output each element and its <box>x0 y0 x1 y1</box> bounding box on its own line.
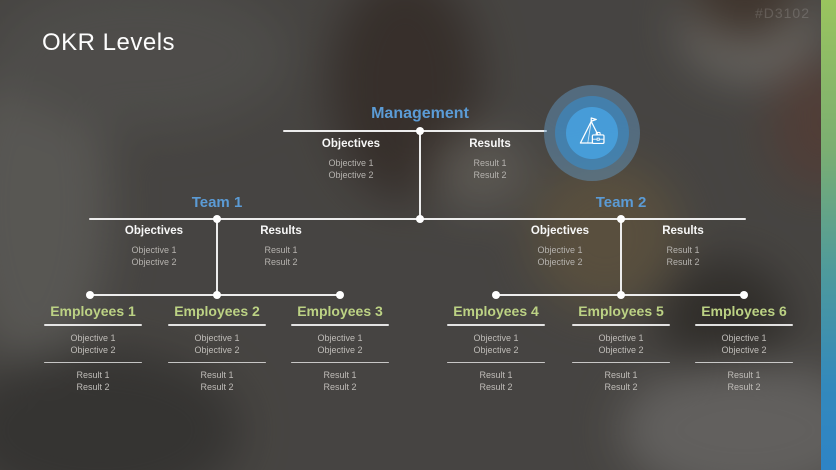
junction-dot <box>740 291 748 299</box>
result-item: Result 2 <box>604 382 638 392</box>
junction-dot <box>213 215 221 223</box>
objective-item: Objective 1 <box>537 245 583 255</box>
result-item: Result 1 <box>264 245 298 255</box>
divider <box>291 362 389 363</box>
result-item: Result 2 <box>666 257 700 267</box>
team2-drop-line <box>620 219 622 296</box>
watermark-code: #D3102 <box>754 5 810 21</box>
junction-dot <box>492 291 500 299</box>
result-item: Result 1 <box>727 370 761 380</box>
result-item: Result 2 <box>76 382 110 392</box>
employee-title: Employees 3 <box>297 303 383 319</box>
junction-dot <box>617 291 625 299</box>
junction-dot <box>336 291 344 299</box>
result-item: Result 2 <box>200 382 234 392</box>
divider <box>447 324 545 326</box>
accent-edge-strip <box>821 0 836 470</box>
result-item: Result 1 <box>76 370 110 380</box>
employee-column-5: Employees 5 Objective 1 Objective 2 Resu… <box>563 303 679 393</box>
result-item: Result 2 <box>264 257 298 267</box>
objective-item: Objective 2 <box>194 345 240 355</box>
result-item: Result 2 <box>473 170 507 180</box>
pyramid-flag-briefcase-icon <box>579 117 605 145</box>
result-item: Result 2 <box>479 382 513 392</box>
employee-title: Employees 5 <box>578 303 664 319</box>
objective-item: Objective 1 <box>70 333 116 343</box>
result-item: Result 1 <box>323 370 357 380</box>
employee-column-2: Employees 2 Objective 1 Objective 2 Resu… <box>159 303 275 393</box>
junction-dot <box>416 215 424 223</box>
objective-item: Objective 2 <box>598 345 644 355</box>
divider <box>695 362 793 363</box>
team1-title: Team 1 <box>191 194 243 211</box>
employee-title: Employees 4 <box>453 303 539 319</box>
employee-column-6: Employees 6 Objective 1 Objective 2 Resu… <box>686 303 802 393</box>
objective-item: Objective 2 <box>537 257 583 267</box>
team2-results: Results Result 1 Result 2 <box>618 225 748 268</box>
result-item: Result 2 <box>323 382 357 392</box>
divider <box>168 362 266 363</box>
page-title: OKR Levels <box>42 29 176 56</box>
management-objectives: Objectives Objective 1 Objective 2 <box>286 138 416 181</box>
divider <box>572 324 670 326</box>
objective-item: Objective 2 <box>131 257 177 267</box>
objective-item: Objective 2 <box>473 345 519 355</box>
objective-item: Objective 1 <box>598 333 644 343</box>
employee-title: Employees 6 <box>701 303 787 319</box>
management-line <box>283 130 547 132</box>
divider <box>695 324 793 326</box>
results-header: Results <box>662 225 704 237</box>
employee-title: Employees 1 <box>50 303 136 319</box>
result-item: Result 1 <box>473 158 507 168</box>
result-item: Result 1 <box>666 245 700 255</box>
objective-item: Objective 1 <box>473 333 519 343</box>
divider <box>44 324 142 326</box>
junction-dot <box>86 291 94 299</box>
objective-item: Objective 1 <box>317 333 363 343</box>
junction-dot <box>416 127 424 135</box>
result-item: Result 2 <box>727 382 761 392</box>
team1-objectives: Objectives Objective 1 Objective 2 <box>89 225 219 268</box>
objective-item: Objective 2 <box>721 345 767 355</box>
objectives-header: Objectives <box>530 225 590 237</box>
objective-item: Objective 2 <box>317 345 363 355</box>
objective-item: Objective 1 <box>131 245 177 255</box>
divider <box>168 324 266 326</box>
management-results: Results Result 1 Result 2 <box>425 138 555 181</box>
results-header: Results <box>260 225 302 237</box>
team2-objectives: Objectives Objective 1 Objective 2 <box>495 225 625 268</box>
objective-item: Objective 2 <box>70 345 116 355</box>
team1-drop-line <box>216 219 218 296</box>
junction-dot <box>213 291 221 299</box>
team2-title: Team 2 <box>595 194 647 211</box>
objective-item: Objective 1 <box>721 333 767 343</box>
junction-dot <box>617 215 625 223</box>
result-item: Result 1 <box>200 370 234 380</box>
objective-item: Objective 1 <box>194 333 240 343</box>
employee-title: Employees 2 <box>174 303 260 319</box>
employee-column-1: Employees 1 Objective 1 Objective 2 Resu… <box>35 303 151 393</box>
divider <box>291 324 389 326</box>
objectives-header: Objectives <box>124 225 184 237</box>
employee-column-3: Employees 3 Objective 1 Objective 2 Resu… <box>282 303 398 393</box>
team1-results: Results Result 1 Result 2 <box>216 225 346 268</box>
divider <box>44 362 142 363</box>
objective-item: Objective 2 <box>328 170 374 180</box>
result-item: Result 1 <box>479 370 513 380</box>
management-to-team-line <box>419 131 421 220</box>
divider <box>572 362 670 363</box>
result-item: Result 1 <box>604 370 638 380</box>
employee-column-4: Employees 4 Objective 1 Objective 2 Resu… <box>438 303 554 393</box>
results-header: Results <box>469 138 511 150</box>
divider <box>447 362 545 363</box>
management-title: Management <box>371 105 469 122</box>
objective-item: Objective 1 <box>328 158 374 168</box>
objectives-header: Objectives <box>321 138 381 150</box>
